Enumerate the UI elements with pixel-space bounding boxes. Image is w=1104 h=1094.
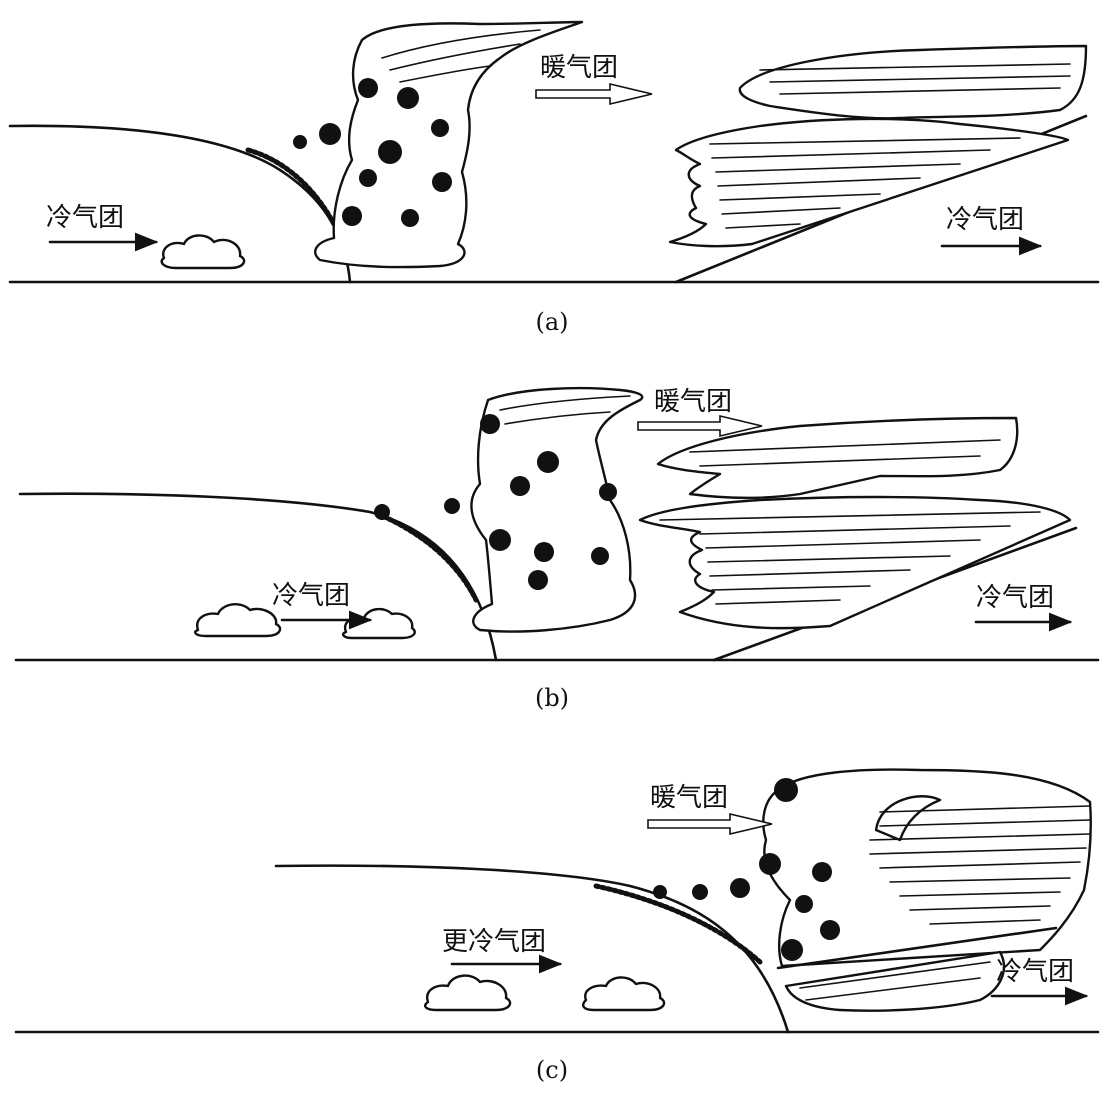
panel-b: 暖气团 冷气团 冷气团 (b) (14, 386, 1100, 712)
cold-air-mass-label-ahead-c: 冷气团 (996, 957, 1074, 987)
warm-air-arrow-a (535, 82, 653, 106)
cumulus-cloud-b-right (341, 607, 416, 640)
warm-air-mass-label-a: 暖气团 (540, 53, 618, 83)
stratus-clouds-c (784, 950, 1006, 1012)
cold-air-mass-label-behind-a: 冷气团 (46, 203, 124, 233)
cumulus-cloud-b-left (194, 603, 282, 638)
cold-air-mass-label-ahead-a: 冷气团 (946, 205, 1024, 235)
frontal-shading-a (245, 147, 341, 235)
occluded-cloud-c (653, 768, 1092, 968)
stratus-clouds-a (668, 44, 1088, 248)
stratus-clouds-b (638, 416, 1072, 630)
warm-air-arrow-c (647, 812, 773, 836)
frontal-shading-b (375, 511, 479, 603)
cold-air-mass-label-ahead-b: 冷气团 (976, 583, 1054, 613)
cumulonimbus-cloud-b (374, 386, 644, 633)
frontal-shading-c (593, 883, 763, 965)
caption-b: (b) (535, 684, 569, 712)
caption-a: (a) (535, 308, 568, 336)
cold-air-mass-label-behind-b: 冷气团 (272, 581, 350, 611)
caption-c: (c) (536, 1056, 568, 1084)
warm-air-mass-label-c: 暖气团 (650, 783, 728, 813)
cumulonimbus-cloud-a (293, 20, 584, 269)
panel-c: 暖气团 更冷气团 冷气团 (c) (14, 768, 1100, 1084)
colder-air-mass-label-c: 更冷气团 (442, 927, 546, 957)
cumulus-cloud-a (160, 234, 246, 270)
warm-air-arrow-b (637, 414, 763, 438)
cumulus-cloud-c-right (582, 976, 666, 1012)
warm-front-surface-c (776, 926, 1058, 970)
warm-air-mass-label-b: 暖气团 (654, 387, 732, 417)
panel-a: 暖气团 冷气团 冷气团 (a) (8, 20, 1100, 336)
cumulus-cloud-c-left (424, 974, 512, 1012)
